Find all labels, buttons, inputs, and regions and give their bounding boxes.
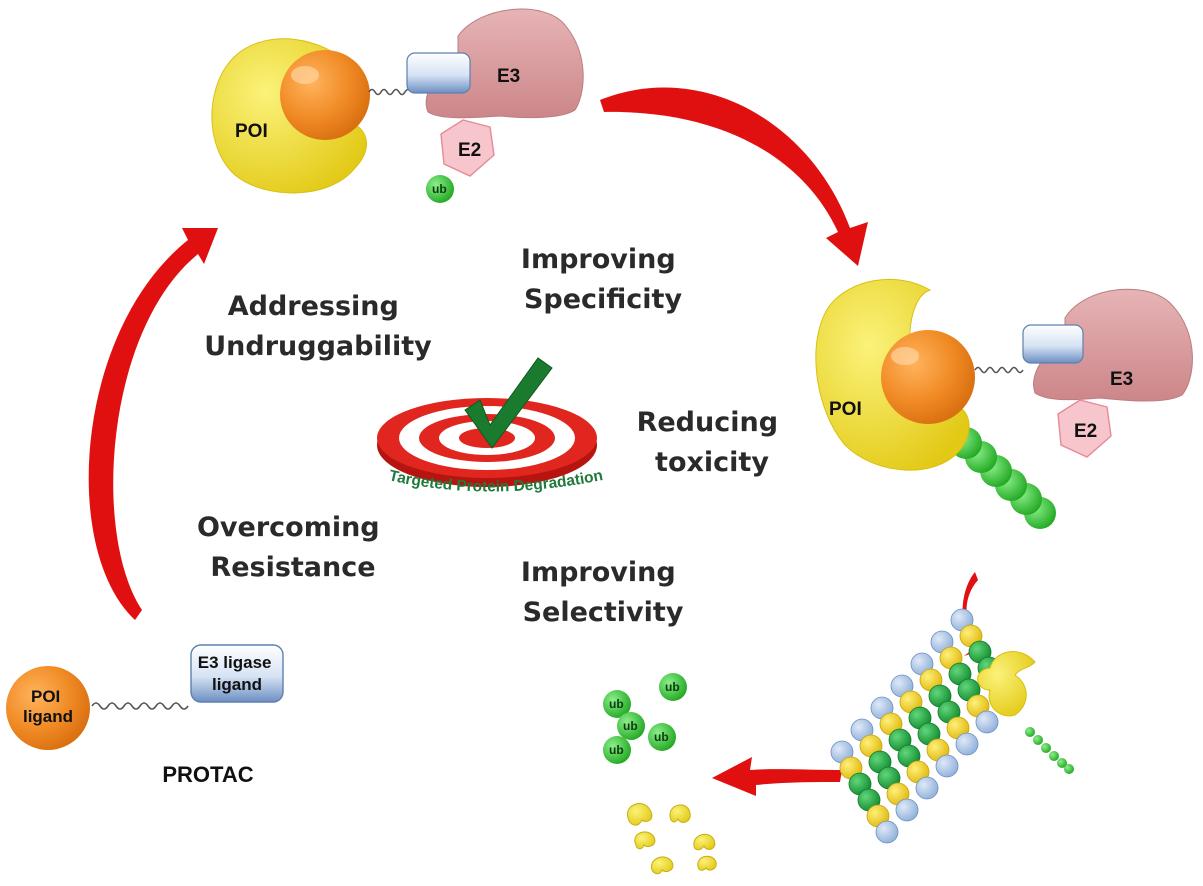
proteasome-subunit [975, 710, 999, 734]
svg-text:ub: ub [609, 743, 624, 757]
peptide-fragment [697, 855, 717, 871]
peptide-fragment [634, 831, 656, 850]
peptide-fragment [669, 804, 691, 823]
peptide-fragments [627, 803, 717, 875]
top-e2-label: E2 [458, 140, 481, 161]
arrow-proteasome-to-release [712, 757, 842, 796]
label-improving-specificity: Improving Specificity [521, 244, 685, 315]
released-ub-1: ub [603, 690, 631, 718]
top-ubiquitin [426, 175, 454, 203]
e3-ligase-ligand-box [190, 644, 284, 703]
right-ternary-complex: E3 POI E2 [815, 278, 1193, 529]
right-e2-enzyme [1057, 399, 1112, 458]
poi-ligand-label: POI ligand [23, 687, 73, 726]
released-ub-2: ub [659, 673, 687, 701]
peptide-fragment [627, 803, 653, 826]
protac-title: PROTAC [162, 762, 253, 787]
e3-ligase-ligand-label: E3 ligase ligand [198, 653, 276, 694]
peptide-fragment [693, 833, 716, 851]
right-e3-ligase [1033, 288, 1193, 402]
svg-text:ub: ub [654, 730, 669, 744]
label-addressing-undruggability: Addressing Undruggability [204, 291, 432, 362]
right-linker [974, 366, 1024, 374]
label-overcoming-resistance: Overcoming Resistance [197, 512, 389, 583]
right-e2-label: E2 [1074, 421, 1097, 442]
top-linker [368, 88, 412, 96]
proteasome-bound-substrate [977, 651, 1074, 774]
released-ubiquitin: ub ub ub ub ub [603, 673, 687, 764]
right-poi-label: POI [829, 399, 862, 420]
released-ub-3: ub [617, 712, 645, 740]
svg-text:ub: ub [609, 697, 624, 711]
check-mark-icon [464, 357, 553, 449]
arrow-protac-to-top [88, 228, 218, 620]
right-e3-label: E3 [1110, 369, 1133, 390]
proteasome-subunit [915, 776, 939, 800]
polyubiquitin-chain [950, 427, 1056, 529]
right-poi-ligand-sphere [881, 330, 975, 424]
proteasome-subunit [935, 754, 959, 778]
svg-text:ub: ub [623, 719, 638, 733]
target-emblem: Targeted Protein Degradation [377, 357, 604, 496]
top-ternary-complex: E3 POI E2 ub [211, 8, 584, 203]
protac-linker [91, 702, 189, 710]
proteasome [830, 608, 1019, 844]
top-e2-enzyme [440, 119, 495, 177]
label-improving-selectivity: Improving Selectivity [521, 557, 685, 628]
top-e3-label: E3 [497, 66, 520, 87]
top-ub-label: ub [432, 182, 447, 196]
top-poi-label: POI [235, 121, 268, 142]
top-poi-ligand-sphere [280, 50, 370, 140]
proteasome-subunit [955, 732, 979, 756]
protac-molecule: POI ligand E3 ligase ligand PROTAC [6, 644, 284, 787]
poi-ligand-sphere [6, 666, 90, 750]
svg-text:ub: ub [665, 680, 680, 694]
released-ub-4: ub [648, 723, 676, 751]
label-reducing-toxicity: Reducing toxicity [637, 407, 788, 478]
benefit-labels: Improving Specificity Addressing Undrugg… [197, 244, 788, 628]
peptide-fragment [650, 856, 674, 875]
proteasome-subunit [875, 820, 899, 844]
right-e3-ligand-box [1022, 324, 1084, 364]
arrow-top-to-right [600, 87, 868, 267]
proteasome-subunit [895, 798, 919, 822]
released-ub-5: ub [603, 736, 631, 764]
top-e3-ligand-box [406, 52, 471, 94]
